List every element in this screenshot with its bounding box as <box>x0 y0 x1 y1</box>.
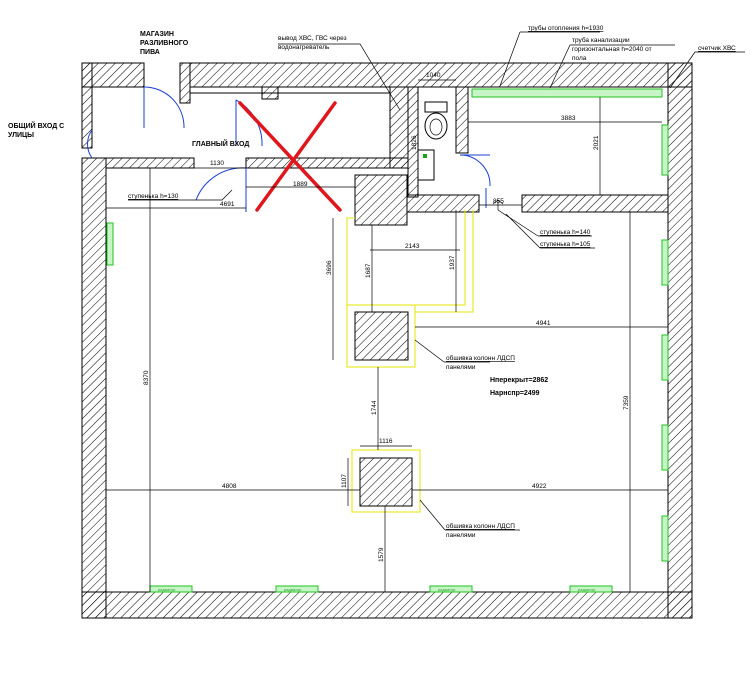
svg-text:радиатор: радиатор <box>438 587 456 592</box>
svg-text:2143: 2143 <box>405 243 420 250</box>
svg-text:вывод ХВС, ГВС через: вывод ХВС, ГВС через <box>278 35 347 42</box>
radiator-labels: радиатор радиатор радиатор радиатор <box>158 587 596 592</box>
svg-text:1116: 1116 <box>379 438 393 445</box>
ceiling-height-label: Нперекрыт=2862 <box>490 377 548 384</box>
svg-text:8370: 8370 <box>143 370 150 385</box>
svg-text:РАЗЛИВНОГО: РАЗЛИВНОГО <box>140 40 189 47</box>
column-cladding-label-2: обшивка колонн ЛДСП панелями <box>446 522 515 539</box>
radiators <box>106 88 669 593</box>
toilet-icon <box>417 101 448 181</box>
leader-lines <box>128 31 745 531</box>
svg-text:панелями: панелями <box>446 364 476 371</box>
step-140-label: ступенька h=140 <box>540 229 591 236</box>
svg-text:МАГАЗИН: МАГАЗИН <box>140 31 174 38</box>
demolition-cross <box>238 101 342 212</box>
svg-text:панелями: панелями <box>446 532 476 539</box>
columns <box>346 210 474 513</box>
svg-text:ОБЩИЙ ВХОД С: ОБЩИЙ ВХОД С <box>8 121 64 130</box>
svg-text:радиатор: радиатор <box>158 587 176 592</box>
step-105-label: ступенька h=105 <box>540 241 591 248</box>
column-cladding-label-1: обшивка колонн ЛДСП панелями <box>446 354 515 371</box>
water-meter-label: счетчик ХВС <box>698 45 736 52</box>
dimension-lines <box>106 79 668 592</box>
svg-text:1687: 1687 <box>365 263 372 278</box>
sewer-pipe-label: труба канализации горизонтальная h=2040 … <box>572 36 652 62</box>
svg-text:1937: 1937 <box>449 255 456 270</box>
main-entrance-label: ГЛАВНЫЙ ВХОД <box>192 139 249 148</box>
svg-text:3883: 3883 <box>561 115 576 122</box>
shop-label: МАГАЗИН РАЗЛИВНОГО ПИВА <box>140 31 189 56</box>
svg-text:радиатор: радиатор <box>284 587 302 592</box>
svg-text:водонагреватель: водонагреватель <box>278 44 330 51</box>
svg-text:1889: 1889 <box>293 181 308 188</box>
svg-text:1579: 1579 <box>378 547 385 562</box>
svg-text:4691: 4691 <box>220 201 235 208</box>
step-130-label: ступенька h=130 <box>128 193 179 200</box>
svg-text:855: 855 <box>493 198 504 205</box>
svg-text:ПИВА: ПИВА <box>140 49 160 56</box>
annotations: МАГАЗИН РАЗЛИВНОГО ПИВА ОБЩИЙ ВХОД С УЛИ… <box>8 24 736 539</box>
svg-text:УЛИЦЫ: УЛИЦЫ <box>8 132 34 139</box>
svg-text:горизонтальная h=2040 от: горизонтальная h=2040 от <box>572 46 652 53</box>
svg-text:2021: 2021 <box>593 135 600 150</box>
svg-text:труба канализации: труба канализации <box>572 36 630 44</box>
svg-text:пола: пола <box>572 55 587 62</box>
svg-text:4941: 4941 <box>536 320 551 327</box>
svg-text:1130: 1130 <box>210 160 224 167</box>
svg-text:обшивка колонн ЛДСП: обшивка колонн ЛДСП <box>446 522 515 530</box>
svg-text:1826: 1826 <box>411 135 418 150</box>
svg-text:7359: 7359 <box>623 395 630 410</box>
svg-text:1744: 1744 <box>371 400 378 415</box>
svg-text:обшивка колонн ЛДСП: обшивка колонн ЛДСП <box>446 354 515 362</box>
svg-text:1107: 1107 <box>341 474 348 488</box>
water-outlet-label: вывод ХВС, ГВС через водонагреватель <box>278 35 347 51</box>
svg-text:4808: 4808 <box>222 483 237 490</box>
walls <box>81 62 693 619</box>
svg-text:3696: 3696 <box>326 260 333 275</box>
heating-pipes-label: трубы отопления h=1930 <box>528 24 604 32</box>
svg-text:радиатор: радиатор <box>578 587 596 592</box>
svg-text:4922: 4922 <box>532 483 547 490</box>
beam-height-label: Нарнспр=2499 <box>490 390 540 397</box>
svg-text:1040: 1040 <box>426 72 441 79</box>
street-entrance-label: ОБЩИЙ ВХОД С УЛИЦЫ <box>8 121 64 139</box>
dimension-labels: 1040 3883 2021 1826 1130 1889 4691 855 2… <box>143 72 630 562</box>
